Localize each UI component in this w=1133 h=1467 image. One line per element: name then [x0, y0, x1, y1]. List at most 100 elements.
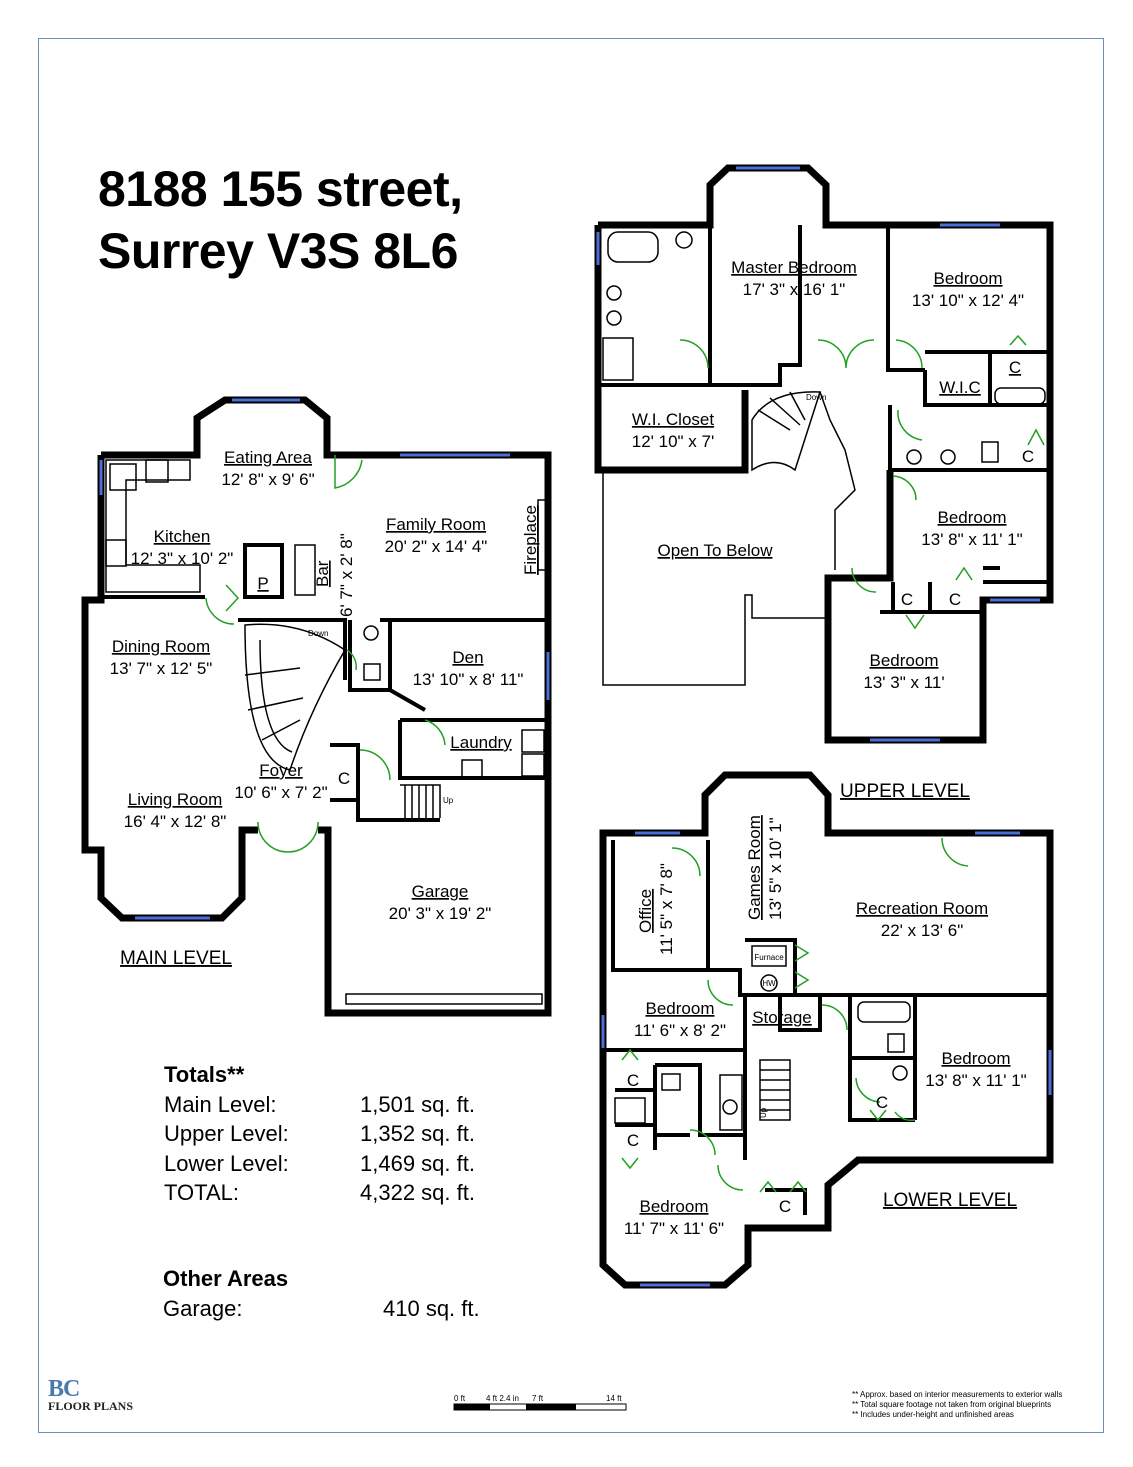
- open-to-below-label: Open To Below: [658, 541, 774, 560]
- stove: [105, 539, 127, 567]
- totals-value: 1,501 sq. ft.: [360, 1091, 475, 1117]
- lower-door-closet-l1: [621, 1048, 639, 1061]
- hw-label: HW: [762, 979, 776, 988]
- stair-wall: [238, 618, 347, 680]
- main-level-label: MAIN LEVEL: [120, 948, 232, 969]
- scale-bar: 0 ft 4 ft 2.4 in 7 ft 14 ft: [453, 1394, 627, 1411]
- upper-sink-1: [606, 285, 622, 301]
- upper-stair-steps: [757, 391, 806, 431]
- upper-shower: [602, 337, 634, 381]
- upper-ens-sink-2: [940, 449, 956, 465]
- lower-sink-right: [892, 1065, 908, 1081]
- upper-bedroom2-size: 13' 8" x 11' 1": [921, 530, 1022, 549]
- lower-door-furnace: [794, 944, 810, 989]
- wi-closet-name: W.I. Closet: [632, 410, 714, 429]
- garage-stair-up-label: Up: [443, 796, 454, 805]
- lower-door-closet-l2: [621, 1157, 639, 1170]
- kitchen-counter: [105, 459, 201, 593]
- upper-stair-down-label: Down: [806, 393, 826, 402]
- main-door-foyer: [359, 749, 391, 781]
- scale-tick-3: 14 ft: [606, 1394, 622, 1403]
- lower-door-closet-bot: [759, 1180, 807, 1193]
- lower-level-label: LOWER LEVEL: [883, 1190, 1017, 1211]
- bar-size: 6' 7" x 2' 8": [337, 533, 356, 617]
- lower-stairs: [759, 1059, 791, 1121]
- garage-door: [345, 993, 543, 1005]
- upper-wicloset: [596, 385, 745, 472]
- main-labels: Eating Area 12' 8" x 9' 6" Kitchen 12' 3…: [110, 448, 540, 969]
- totals-label: TOTAL:: [164, 1180, 239, 1205]
- foyer-closet-label: C: [338, 769, 350, 788]
- totals-row: Lower Level:1,469 sq. ft.: [164, 1149, 475, 1179]
- lower-windows: [601, 831, 1052, 1287]
- address-line-2: Surrey V3S 8L6: [98, 223, 458, 279]
- family-room-name: Family Room: [386, 515, 486, 534]
- hot-water: [760, 974, 778, 992]
- lower-door-bed2b: [894, 1111, 916, 1122]
- lower-closet-4: C: [779, 1197, 791, 1216]
- foyer-closet: [330, 743, 360, 802]
- furnace-label: Furnace: [754, 953, 784, 962]
- furnace: [751, 945, 787, 967]
- lower-bedroom3-name: Bedroom: [640, 1197, 709, 1216]
- upper-wic-wall: [923, 352, 992, 407]
- totals-row: Upper Level:1,352 sq. ft.: [164, 1119, 475, 1149]
- upper-closet-4: C: [949, 590, 961, 609]
- lower-games-wall: [708, 968, 1050, 997]
- garage-name: Garage: [412, 882, 469, 901]
- upper-door-master: [817, 339, 875, 369]
- scale-tick-0: 0 ft: [454, 1394, 466, 1403]
- games-room-name: Games Room: [745, 815, 764, 920]
- main-level-plan: [81, 396, 552, 1017]
- upper-closet-2: C: [1022, 447, 1034, 466]
- upper-bath-wall: [598, 225, 712, 387]
- wic-label: W.I.C: [939, 378, 981, 397]
- lower-closet-2: C: [627, 1131, 639, 1150]
- bath-wall: [348, 620, 392, 692]
- fireplace-label: Fireplace: [521, 505, 540, 575]
- main-curved-stair: [244, 623, 347, 771]
- other-areas-heading: Other Areas: [163, 1266, 289, 1291]
- upper-bedroom1-size: 13' 10" x 12' 4": [912, 291, 1024, 310]
- wi-closet-size: 12' 10" x 7': [632, 432, 714, 451]
- pantry-wall: [243, 543, 284, 599]
- laundry-label: Laundry: [450, 733, 512, 752]
- upper-doors: [679, 334, 1045, 630]
- den-size: 13' 10" x 8' 11": [413, 670, 524, 689]
- main-exterior-wall-left: [81, 455, 258, 922]
- kitchen-sink: [109, 463, 137, 491]
- lower-doors: [621, 837, 969, 1193]
- totals-value: 4,322 sq. ft.: [360, 1180, 475, 1205]
- lower-labels: Games Room 13' 5" x 10' 1" Office 11' 5"…: [624, 815, 1027, 1238]
- lower-bedroom2-name: Bedroom: [942, 1049, 1011, 1068]
- main-door-bath: [346, 649, 357, 671]
- other-areas-value: 410 sq. ft.: [383, 1295, 480, 1321]
- main-doors: [205, 455, 446, 853]
- logo-text: FLOOR PLANS: [48, 1399, 134, 1413]
- upper-tub: [607, 231, 659, 263]
- upper-door-bed2: [892, 475, 917, 501]
- living-room-size: 16' 4" x 12' 8": [124, 812, 227, 831]
- eating-area-size: 12' 8" x 9' 6": [221, 470, 314, 489]
- lower-door-bath: [689, 1129, 716, 1156]
- upper-bedroom2-name: Bedroom: [938, 508, 1007, 527]
- scale-tick-2: 7 ft: [532, 1394, 544, 1403]
- property-address: 8188 155 street, Surrey V3S 8L6: [98, 158, 463, 282]
- lower-bedroom1-name: Bedroom: [646, 999, 715, 1018]
- lower-bed1-wall: [603, 995, 747, 1160]
- lower-bedroom3-size: 11' 7" x 11' 6": [624, 1219, 724, 1238]
- totals-heading: Totals**: [164, 1062, 245, 1087]
- lower-door-office: [671, 847, 701, 877]
- upper-door-wic: [1009, 334, 1027, 346]
- logo-mark: BC: [48, 1376, 80, 1402]
- garage-size: 20' 3" x 19' 2": [389, 904, 492, 923]
- upper-door-closet-1: [905, 614, 925, 630]
- lower-furnace-room: [745, 938, 797, 995]
- main-door-laundry: [424, 719, 446, 746]
- bc-floor-plans-logo: BC FLOOR PLANS: [48, 1376, 133, 1414]
- dryer: [521, 753, 545, 777]
- lower-vanity: [719, 1074, 743, 1131]
- upper-toilet: [675, 231, 693, 249]
- lower-toilet-right: [887, 1033, 905, 1053]
